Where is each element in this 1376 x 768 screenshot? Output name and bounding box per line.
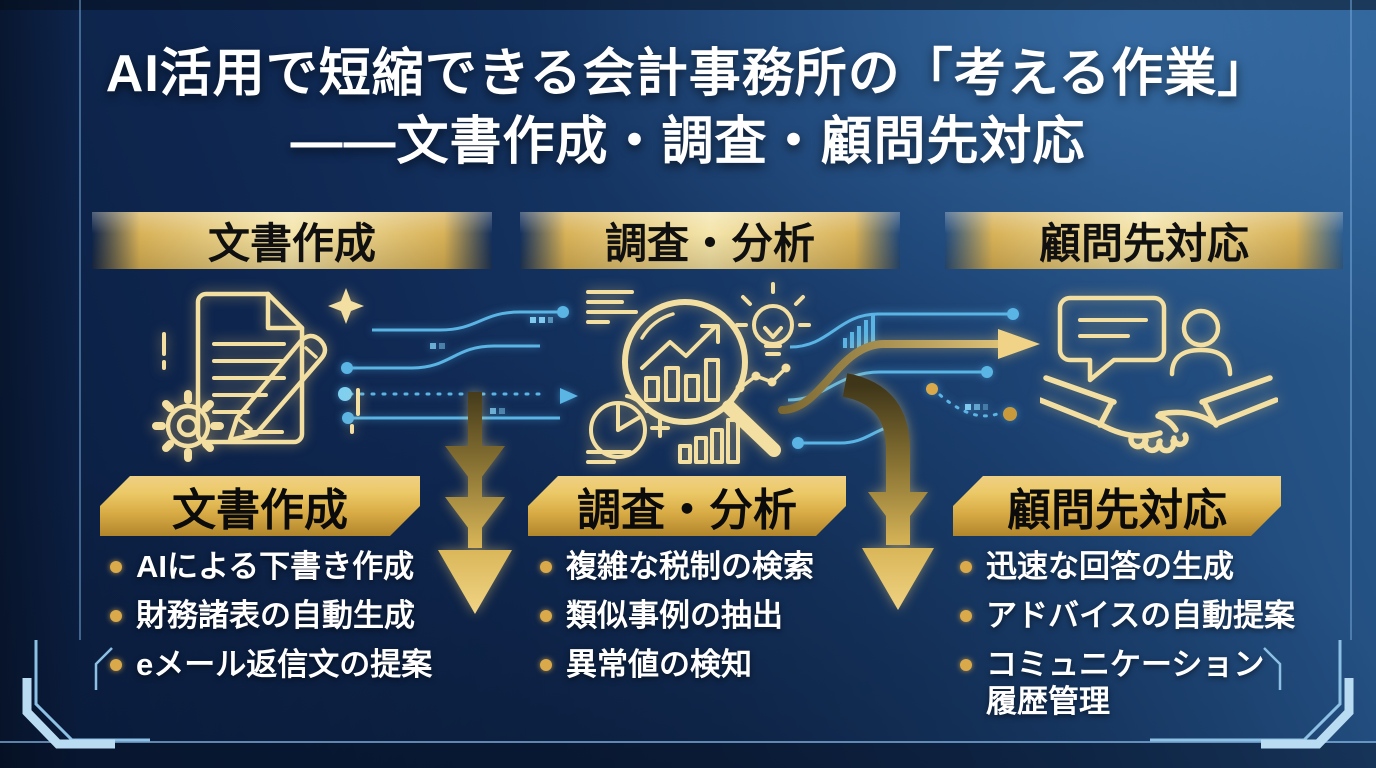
- gear-icon: [152, 390, 224, 462]
- bullet-dot-icon: [960, 658, 972, 671]
- document-pen-gear-icon: [152, 288, 364, 462]
- left-shade: [0, 0, 82, 768]
- list-item-text: コミュニケーション履歴管理: [986, 646, 1265, 720]
- bullet-list-client: 迅速な回答の生成 アドバイスの自動提案 コミュニケーション履歴管理: [958, 548, 1358, 732]
- corner-bracket-bottom-right: [1150, 640, 1354, 749]
- bullet-dot-icon: [960, 561, 972, 573]
- list-item-text: アドバイスの自動提案: [986, 597, 1296, 633]
- top-banner-document-label: 文書作成: [207, 220, 376, 267]
- mid-banner-client-label: 顧問先対応: [1007, 486, 1227, 535]
- list-item: 類似事例の抽出: [538, 597, 928, 635]
- mid-banner-research: 調査・分析: [528, 476, 846, 536]
- list-item-text: eメール返信文の提案: [136, 646, 433, 682]
- list-item: 迅速な回答の生成: [958, 548, 1358, 586]
- top-banner-client-label: 顧問先対応: [1038, 220, 1249, 267]
- frame-line-bottom: [0, 741, 1376, 743]
- bullet-dot-icon: [110, 609, 122, 622]
- top-shade: [0, 0, 1376, 10]
- gold-down-arrow-left: [438, 392, 512, 614]
- gold-flow-arrow-right: [778, 329, 1040, 414]
- list-item: eメール返信文の提案: [108, 646, 498, 684]
- bullet-dot-icon: [110, 658, 122, 671]
- list-item: AIによる下書き作成: [108, 548, 498, 586]
- gold-down-arrow-right: [842, 373, 934, 610]
- corner-bracket-bottom-left: [22, 640, 150, 749]
- top-banner-research: 調査・分析: [520, 212, 900, 269]
- page-title: AI活用で短縮できる会計事務所の「考える作業」 ――文書作成・調査・顧問先対応: [0, 44, 1376, 173]
- handshake-communication-icon: [1040, 295, 1278, 454]
- bullet-dot-icon: [540, 609, 552, 622]
- title-line-1: AI活用で短縮できる会計事務所の「考える作業」: [105, 45, 1271, 103]
- list-item-text: 類似事例の抽出: [566, 597, 783, 633]
- list-item: 財務諸表の自動生成: [108, 597, 498, 635]
- list-item-text: AIによる下書き作成: [136, 549, 415, 584]
- list-item-text: 異常値の検知: [566, 646, 752, 682]
- bullet-list-document: AIによる下書き作成 財務諸表の自動生成 eメール返信文の提案: [108, 548, 498, 694]
- mini-bar-chart-icon: [843, 313, 875, 348]
- list-item-text: 複雑な税制の検索: [566, 549, 814, 584]
- frame-line-left: [79, 0, 81, 640]
- list-item-text: 財務諸表の自動生成: [136, 597, 415, 633]
- list-item: アドバイスの自動提案: [958, 597, 1358, 635]
- top-banner-client: 顧問先対応: [945, 212, 1343, 269]
- title-line-2: ――文書作成・調査・顧問先対応: [290, 113, 1086, 172]
- mid-banner-client: 顧問先対応: [953, 476, 1281, 536]
- pie-chart-icon: [589, 394, 649, 459]
- magnifier-analytics-icon: [586, 282, 811, 464]
- sparkle-icon: [328, 288, 364, 324]
- mid-banner-document-label: 文書作成: [172, 486, 348, 535]
- bullet-dot-icon: [110, 561, 122, 573]
- mid-banner-document: 文書作成: [100, 476, 420, 536]
- frame-line-right: [1350, 0, 1352, 640]
- list-item: コミュニケーション履歴管理: [958, 646, 1358, 722]
- person-icon: [1169, 308, 1233, 377]
- bullet-dot-icon: [540, 561, 552, 573]
- circuit-lines-left: [338, 306, 578, 424]
- lightbulb-icon: [735, 282, 811, 356]
- list-item: 複雑な税制の検索: [538, 548, 928, 586]
- top-banner-research-label: 調査・分析: [604, 220, 815, 267]
- bullet-dot-icon: [540, 658, 552, 671]
- speech-bubble-icon: [1057, 295, 1167, 383]
- handshake-icon: [1040, 375, 1278, 454]
- bottom-shade: [0, 743, 1376, 768]
- list-item: 異常値の検知: [538, 646, 928, 684]
- top-banner-document: 文書作成: [92, 212, 492, 269]
- scatter-line-icon: [735, 363, 791, 393]
- list-item-text: 迅速な回答の生成: [986, 549, 1234, 584]
- small-bar-chart-icon: [678, 418, 740, 464]
- bullet-dot-icon: [960, 609, 972, 622]
- mid-banner-research-label: 調査・分析: [577, 486, 797, 535]
- bullet-list-research: 複雑な税制の検索 類似事例の抽出 異常値の検知: [538, 548, 928, 694]
